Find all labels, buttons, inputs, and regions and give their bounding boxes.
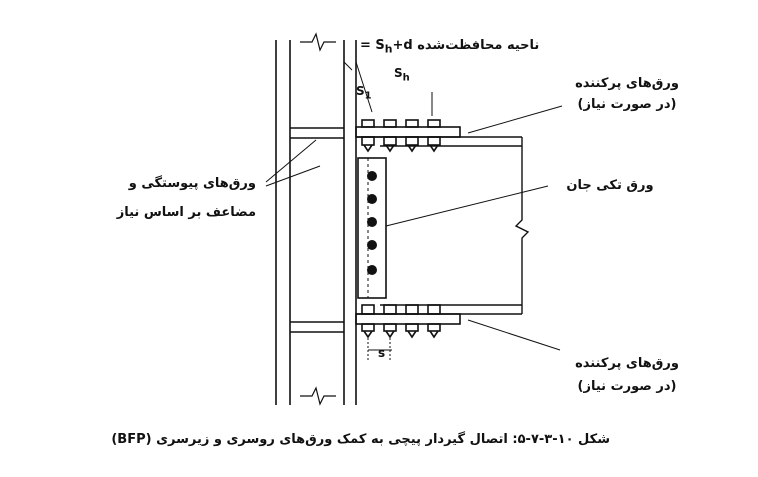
figure-caption: شکل ۱۰-۳-۷-۵: اتصال گیردار پیچی به کمک و… bbox=[111, 432, 610, 447]
shear-tab-label: ورق تکی جان bbox=[566, 178, 654, 193]
sh-label: Sh bbox=[394, 66, 410, 84]
stiffener-bottom-label: ورق‌های پرکننده (در صورت نیاز) bbox=[572, 356, 682, 394]
continuity-line2: مضاعف بر اساس نیاز bbox=[116, 205, 256, 220]
s1-label: S1 bbox=[356, 84, 372, 102]
continuity-line1: ورق‌های پیوستگی و bbox=[128, 176, 256, 191]
column-break-bottom bbox=[300, 386, 336, 406]
leader-continuity-2 bbox=[265, 165, 321, 187]
shear-tab-plate bbox=[357, 157, 387, 299]
protected-zone-sub: h bbox=[384, 42, 393, 56]
leader-bottom-stiffener bbox=[467, 319, 561, 351]
bottom-bolts bbox=[361, 304, 441, 339]
leader-top-stiffener bbox=[467, 105, 563, 134]
stiffener-top-line1: ورق‌های پرکننده bbox=[575, 76, 679, 91]
leader-shear-tab bbox=[385, 185, 549, 227]
continuity-label: ورق‌های پیوستگی و مضاعف بر اساس نیاز bbox=[106, 176, 256, 220]
leader-continuity-1 bbox=[265, 139, 317, 183]
top-bolts bbox=[361, 119, 441, 153]
protected-zone-label: ناحیه محافظت‌شده = Sh+d bbox=[360, 38, 539, 56]
protected-zone-text: ناحیه محافظت‌شده bbox=[417, 38, 540, 53]
bottom-flange-plate bbox=[355, 313, 461, 325]
beam-break bbox=[514, 137, 530, 314]
top-flange-plate bbox=[355, 126, 461, 138]
stiffener-bottom-line2: (در صورت نیاز) bbox=[577, 379, 677, 394]
protected-zone-plus: +d bbox=[392, 38, 413, 53]
protected-zone-formula: = S bbox=[360, 38, 385, 53]
stiffener-top-label: ورق‌های پرکننده (در صورت نیاز) bbox=[572, 76, 682, 112]
column-break-top bbox=[300, 32, 336, 52]
stiffener-top-line2: (در صورت نیاز) bbox=[577, 97, 677, 112]
shear-tab-bolts bbox=[367, 171, 377, 275]
stiffener-bottom-line1: ورق‌های پرکننده bbox=[575, 356, 679, 371]
dim-s1 bbox=[355, 61, 373, 113]
s-label: s bbox=[378, 346, 386, 360]
